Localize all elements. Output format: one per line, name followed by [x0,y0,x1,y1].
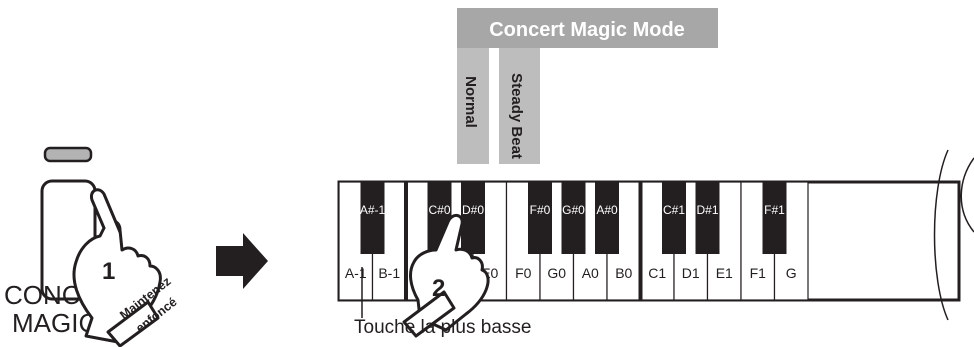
black-key-label: C#1 [663,203,685,217]
arrow-right-icon [216,233,268,289]
keyboard-continuation-bracket [933,149,949,321]
step-2-number: 2 [432,275,445,302]
keyboard-continuation-bracket-2 [960,157,974,233]
white-key-label: B-1 [378,265,400,281]
mode-panel-header [457,8,718,48]
white-key-label: F0 [515,265,532,281]
black-key-asharp0[interactable] [595,182,619,254]
white-key-label: C1 [648,265,666,281]
black-key-label: A#-1 [360,203,386,217]
black-key-fsharp0[interactable] [528,182,552,254]
black-key-asharp-1[interactable] [360,182,385,254]
white-key-label: G [786,265,797,281]
led-indicator [43,146,93,163]
white-key-label: D1 [682,265,700,281]
black-key-dsharp0[interactable] [461,182,485,254]
white-key-label: A0 [582,265,599,281]
hand-1-icon [72,188,162,347]
white-key-label: G0 [547,265,566,281]
white-key-label: F1 [750,265,767,281]
keyboard: A-1B-1C0D0E0F0G0A0B0C1D1E1F1G A#-1C#0D#0… [337,180,961,318]
mode-panel: Concert Magic Mode Normal Steady Beat [457,8,718,164]
white-key-label: B0 [615,265,632,281]
black-key-fsharp1[interactable] [762,182,787,254]
white-key-label: A-1 [345,265,367,281]
black-key-label: F#1 [764,203,785,217]
lowest-key-label: Touche la plus basse [354,317,531,338]
black-key-csharp1[interactable] [662,182,686,254]
white-key-label: E1 [716,265,733,281]
hand-2-icon [402,214,490,338]
mode-normal-label: Normal [462,76,479,128]
black-key-label: G#0 [562,203,585,217]
mode-normal-column[interactable] [457,48,489,164]
black-key-label: D#1 [696,203,718,217]
black-key-label: A#0 [596,203,618,217]
mode-steady-beat-column[interactable] [499,48,540,164]
step-1-number: 1 [102,258,115,285]
mode-steady-beat-label: Steady Beat [508,73,525,159]
black-key-dsharp1[interactable] [695,182,720,254]
black-key-label: C#0 [428,203,450,217]
black-key-label: D#0 [462,203,484,217]
button-label-line2: MAGIC [12,308,97,338]
black-key-label: F#0 [530,203,551,217]
mode-panel-title: Concert Magic Mode [489,19,685,41]
black-key-gsharp0[interactable] [561,182,586,254]
